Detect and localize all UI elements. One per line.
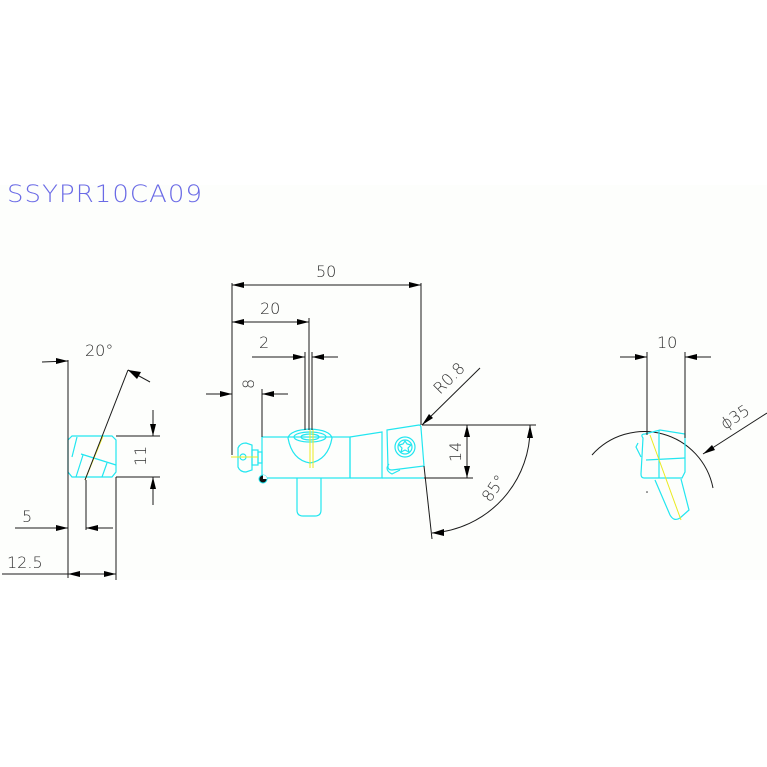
setback-label: 8	[239, 379, 258, 389]
left-angle-label: 20°	[85, 341, 113, 360]
diameter-label: ϕ35	[717, 401, 753, 434]
overall-length-label: 50	[316, 262, 336, 281]
right-view-insert	[635, 429, 690, 521]
front-view-holder	[231, 424, 425, 517]
left-width-label: 12.5	[7, 553, 43, 572]
front-view: 50 20 2 8 R0.8 14	[206, 262, 536, 540]
drawing-sheet	[0, 185, 767, 580]
head-height-label: 14	[446, 442, 465, 462]
right-width-label: 10	[657, 333, 677, 352]
left-view-insert	[67, 435, 117, 481]
left-view: 20° 11 5 12.5	[2, 341, 160, 580]
left-offset-label: 5	[22, 507, 32, 526]
right-view: 10 ϕ35	[591, 333, 767, 521]
part-number-title: SSYPR10CA09	[7, 180, 204, 208]
left-height-label: 11	[131, 446, 150, 466]
corner-radius-label: R0.8	[429, 359, 468, 398]
center-distance-label: 20	[260, 299, 280, 318]
bore-width-label: 2	[259, 333, 269, 352]
cutting-angle-label: 85°	[478, 471, 510, 505]
